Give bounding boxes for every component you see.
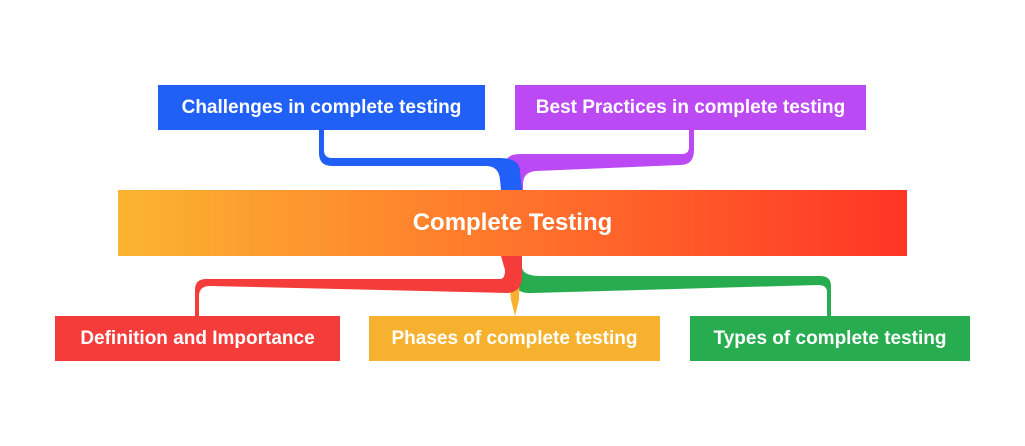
connector-challenges (319, 130, 522, 190)
topic-types-label: Types of complete testing (713, 327, 947, 349)
topic-definition-label: Definition and Importance (80, 327, 315, 349)
topic-challenges-label: Challenges in complete testing (181, 96, 462, 118)
topic-types[interactable]: Types of complete testing (690, 316, 970, 361)
topic-best-practices-label: Best Practices in complete testing (535, 96, 846, 118)
central-topic[interactable]: Complete Testing (118, 190, 907, 256)
connector-best-practices (505, 130, 694, 190)
central-topic-label: Complete Testing (412, 209, 613, 236)
connector-definition (195, 256, 522, 316)
topic-challenges[interactable]: Challenges in complete testing (158, 85, 485, 130)
topic-best-practices[interactable]: Best Practices in complete testing (515, 85, 866, 130)
connector-types (514, 256, 831, 316)
topic-phases[interactable]: Phases of complete testing (369, 316, 660, 361)
topic-definition[interactable]: Definition and Importance (55, 316, 340, 361)
topic-phases-label: Phases of complete testing (391, 327, 638, 349)
